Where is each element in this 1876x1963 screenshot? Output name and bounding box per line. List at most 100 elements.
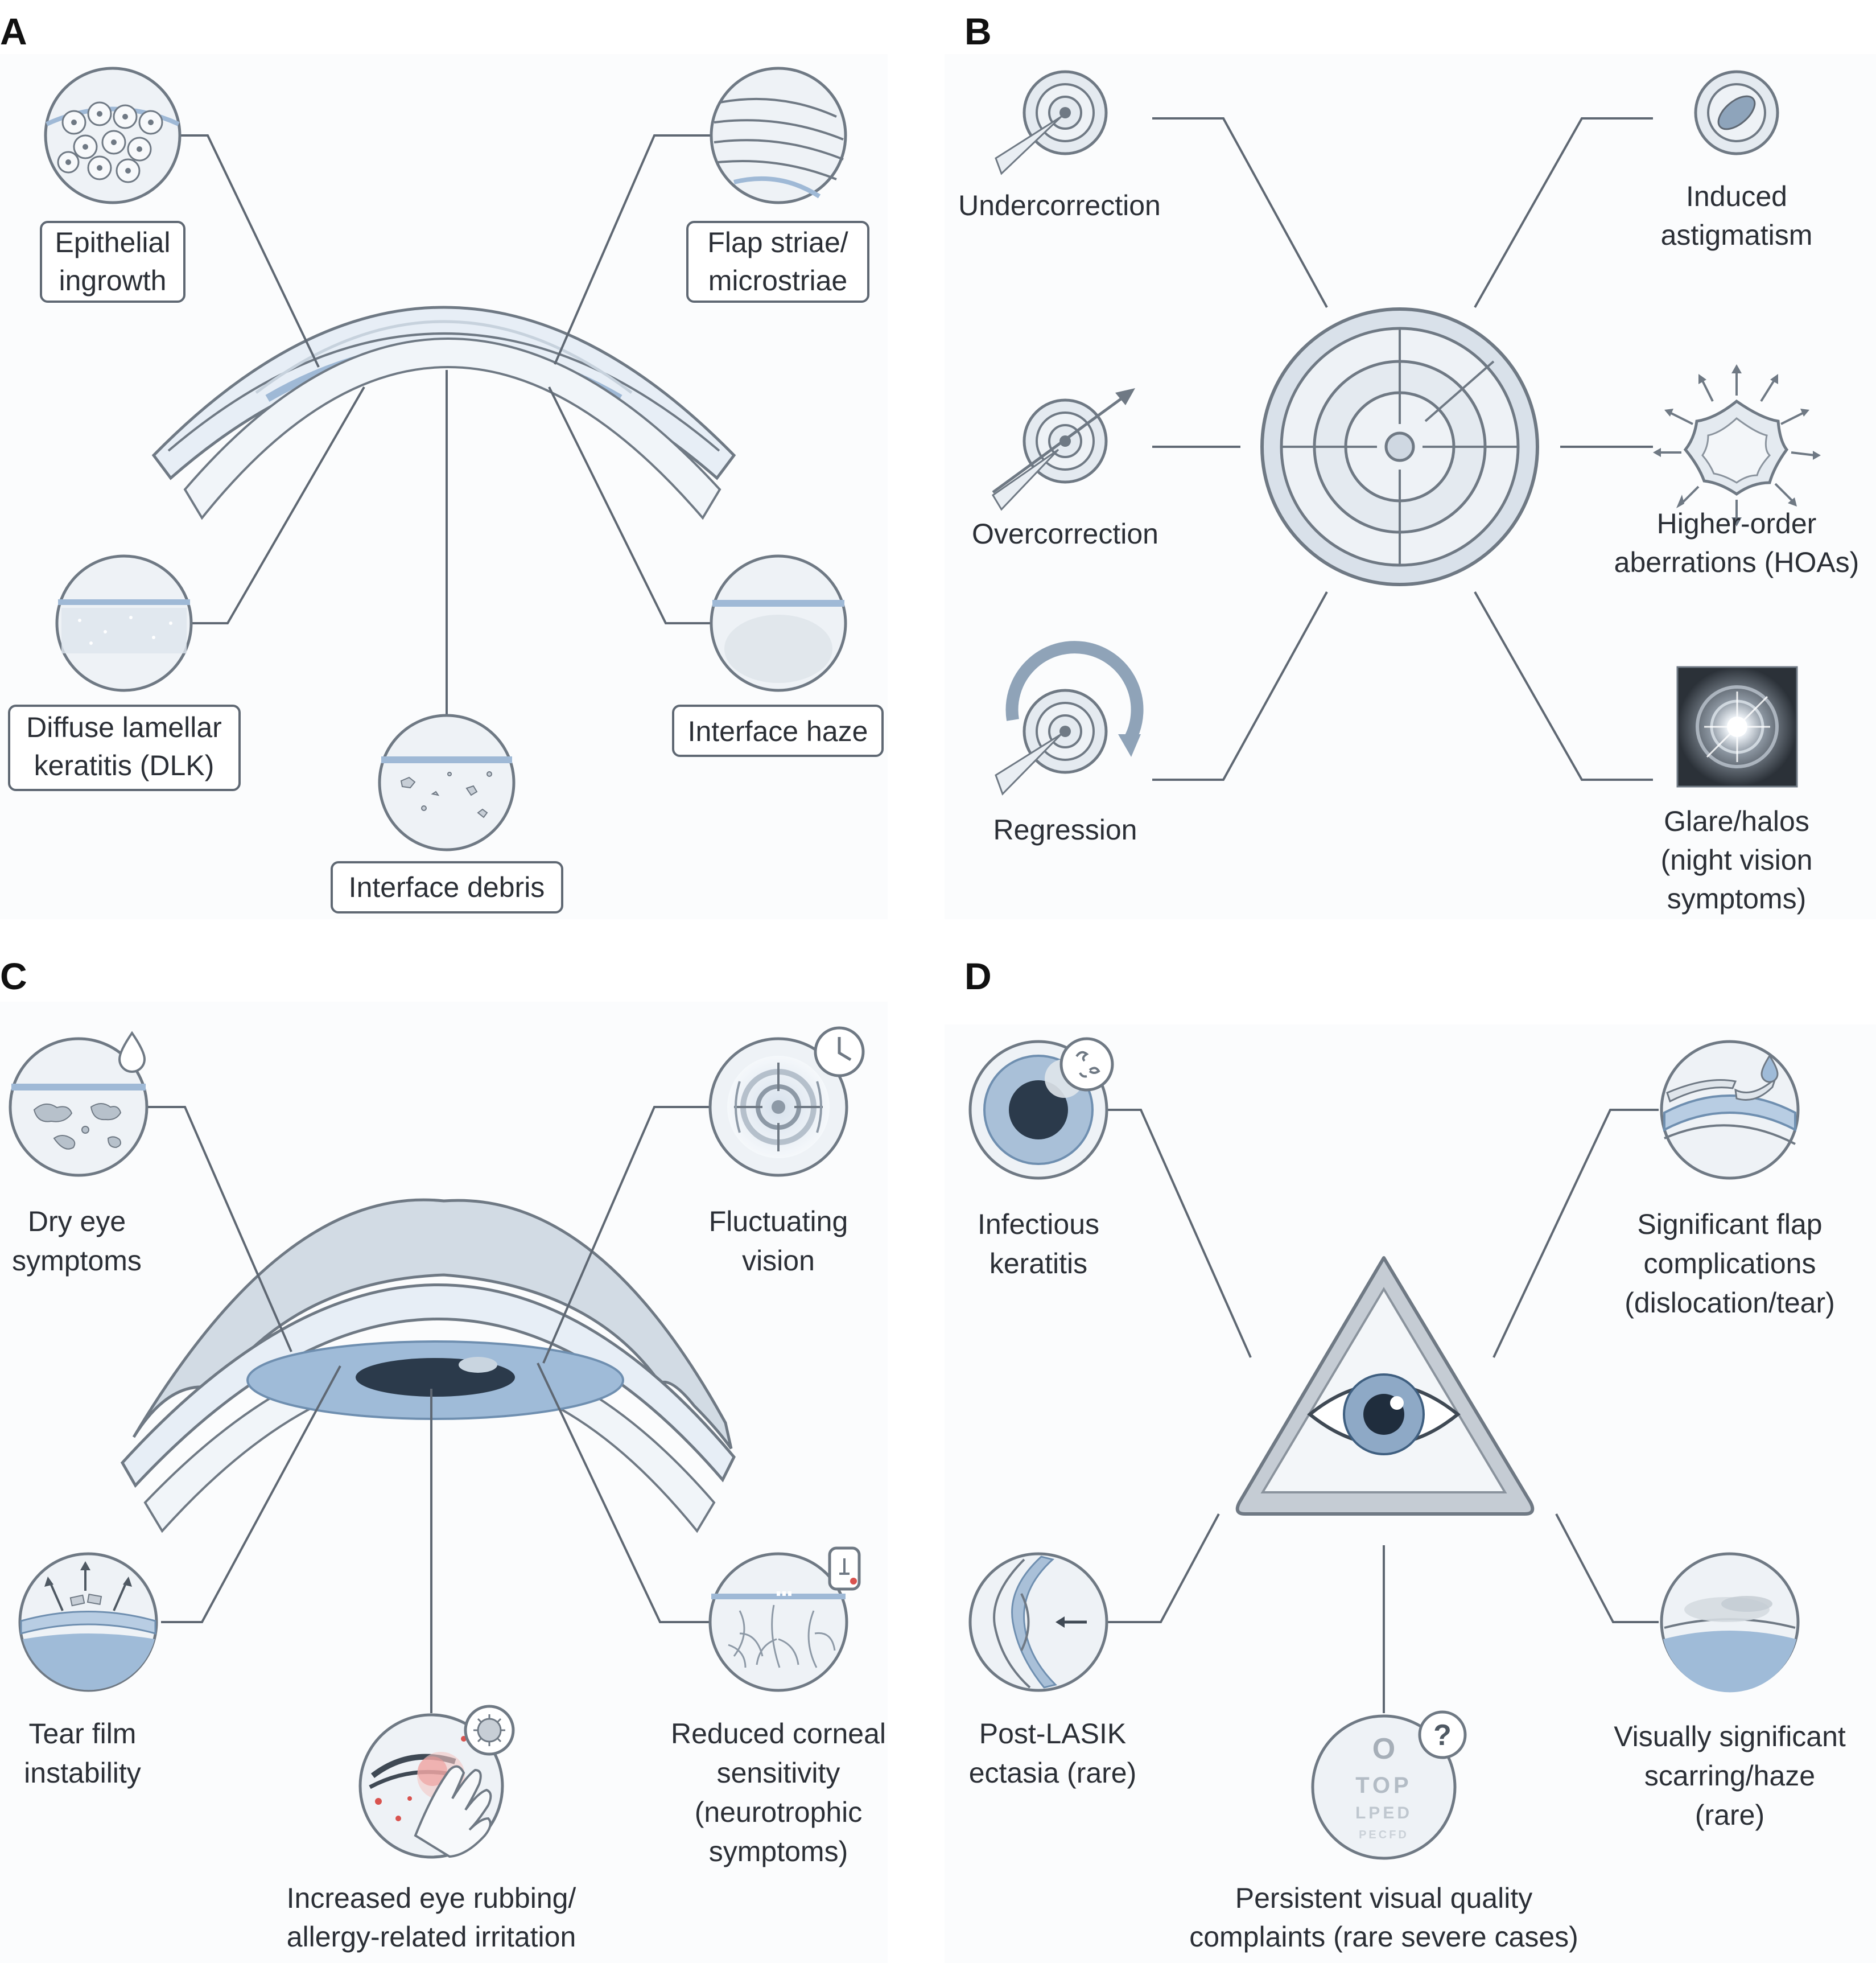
leader-regression xyxy=(1152,591,1328,781)
infectious-keratitis-line2: keratitis xyxy=(989,1248,1087,1279)
label-dlk: Diffuse lamellar keratitis (DLK) xyxy=(8,705,241,791)
scarring-line2: scarring/haze xyxy=(1644,1760,1815,1792)
leader-flap-complications xyxy=(1492,1109,1659,1358)
label-flap-striae: Flap striae/ microstriae xyxy=(686,221,869,303)
induced-astigmatism-line1: Induced xyxy=(1686,180,1787,212)
dry-eye-line1: Dry eye xyxy=(28,1205,126,1237)
interface-debris-line1: Interface debris xyxy=(349,871,545,903)
ectasia-line2: ectasia (rare) xyxy=(969,1757,1137,1789)
scarring-line3: (rare) xyxy=(1695,1799,1764,1831)
label-epithelial-ingrowth: Epithelial ingrowth xyxy=(40,221,185,303)
chart-row-3: LPED xyxy=(1355,1804,1412,1822)
ectasia-line1: Post-LASIK xyxy=(979,1718,1126,1750)
label-interface-haze: Interface haze xyxy=(672,705,884,757)
flap-complications-line1: Significant flap xyxy=(1637,1208,1822,1240)
leader-astigmatism xyxy=(1474,117,1653,308)
glare-line1: Glare/halos xyxy=(1664,805,1809,837)
panel-c-letter: C xyxy=(0,955,27,997)
leader-sensitivity xyxy=(537,1363,711,1623)
leader-scarring xyxy=(1555,1513,1659,1623)
regression-label: Regression xyxy=(993,814,1137,846)
tear-film-line1: Tear film xyxy=(29,1718,137,1750)
flap-striae-line2: microstriae xyxy=(708,265,847,297)
central-target-icon xyxy=(1260,307,1539,586)
induced-astigmatism-line2: astigmatism xyxy=(1661,219,1813,251)
induced-astigmatism-icon xyxy=(1694,70,1779,155)
flap-complications-circle-icon xyxy=(1660,1040,1800,1180)
panel-a-letter: A xyxy=(0,10,27,52)
reduced-sensitivity-line3: (neurotrophic xyxy=(695,1796,863,1828)
overcorrection-target-icon xyxy=(991,388,1135,511)
panel-d-letter: D xyxy=(964,955,992,997)
leader-flap-striae xyxy=(554,134,711,365)
glare-halos-icon xyxy=(1676,666,1798,788)
hoas-line2: aberrations (HOAs) xyxy=(1614,546,1859,578)
reduced-sensitivity-circle-icon xyxy=(708,1546,861,1692)
dry-eye-circle-icon xyxy=(9,1031,149,1177)
flap-complications-line2: complications xyxy=(1644,1248,1816,1279)
epithelial-ingrowth-circle-icon xyxy=(44,67,182,204)
leader-undercorrection xyxy=(1152,117,1328,308)
chart-row-4: PECFD xyxy=(1359,1829,1409,1841)
fluctuating-vision-circle-icon xyxy=(708,1026,865,1177)
visual-quality-line2: complaints (rare severe cases) xyxy=(1189,1921,1578,1953)
scarring-line1: Visually significant xyxy=(1614,1721,1846,1752)
dry-eye-line2: symptoms xyxy=(12,1245,142,1277)
panel-d: D Infectious xyxy=(945,955,1876,1963)
infectious-keratitis-line1: Infectious xyxy=(978,1208,1099,1240)
reduced-sensitivity-line1: Reduced corneal xyxy=(671,1718,886,1750)
glare-line2: (night vision xyxy=(1661,844,1813,876)
infectious-keratitis-circle-icon xyxy=(968,1037,1114,1180)
leader-dry-eye xyxy=(147,1106,292,1352)
tear-film-line2: instability xyxy=(24,1757,141,1789)
cornea-cross-section xyxy=(151,306,736,520)
flap-striae-line1: Flap striae/ xyxy=(707,227,848,258)
regression-target-icon xyxy=(995,641,1144,796)
panel-a: A Epithelial xyxy=(0,10,888,919)
hoas-line1: Higher-order xyxy=(1657,508,1817,540)
leader-epithelial xyxy=(171,134,320,368)
blurry-eye-chart-circle-icon: O TOP LPED PECFD ? xyxy=(1311,1710,1467,1860)
leader-glare xyxy=(1474,591,1653,781)
warning-triangle-icon xyxy=(1235,1256,1535,1516)
tear-film-circle-icon xyxy=(18,1552,158,1692)
flap-complications-line3: (dislocation/tear) xyxy=(1625,1287,1835,1319)
panel-c: C Dry eye xyxy=(0,955,888,1963)
interface-haze-circle-icon xyxy=(710,554,847,692)
undercorrection-target-icon xyxy=(995,70,1108,175)
reduced-sensitivity-line2: sensitivity xyxy=(717,1757,840,1789)
scarring-haze-circle-icon xyxy=(1660,1552,1800,1693)
dlk-line2: keratitis (DLK) xyxy=(34,750,215,781)
epithelial-ingrowth-line1: Epithelial xyxy=(55,227,171,258)
leader-infectious xyxy=(1107,1109,1252,1358)
interface-debris-circle-icon xyxy=(378,714,516,851)
ectasia-circle-icon xyxy=(968,1552,1108,1692)
dlk-circle-icon xyxy=(55,554,193,692)
reduced-sensitivity-line4: symptoms) xyxy=(709,1836,848,1867)
epithelial-ingrowth-line2: ingrowth xyxy=(59,265,167,297)
eye-rubbing-circle-icon xyxy=(358,1705,515,1859)
fluctuating-vision-line2: vision xyxy=(742,1245,815,1277)
leader-ectasia xyxy=(1107,1513,1220,1623)
eye-cornea-cross-section xyxy=(120,1198,736,1533)
undercorrection-label: Undercorrection xyxy=(958,190,1161,221)
visual-quality-line1: Persistent visual quality xyxy=(1235,1882,1532,1914)
leader-dlk xyxy=(191,386,365,624)
question-mark-icon: ? xyxy=(1433,1719,1452,1752)
panel-b-letter: B xyxy=(964,10,992,52)
leader-fluctuating xyxy=(542,1106,711,1364)
panel-b: B Undercorrection xyxy=(945,10,1876,919)
chart-row-2: TOP xyxy=(1355,1773,1412,1798)
label-interface-debris: Interface debris xyxy=(331,861,563,913)
glare-line3: symptoms) xyxy=(1667,883,1806,915)
overcorrection-label: Overcorrection xyxy=(972,518,1158,550)
leader-haze xyxy=(548,386,714,624)
dlk-line1: Diffuse lamellar xyxy=(26,711,222,743)
chart-row-1: O xyxy=(1372,1732,1395,1766)
interface-haze-line1: Interface haze xyxy=(688,715,868,747)
higher-order-aberrations-icon xyxy=(1653,364,1821,526)
leader-tear-film xyxy=(161,1365,341,1623)
eye-rubbing-line2: allergy-related irritation xyxy=(287,1921,576,1953)
flap-striae-circle-icon xyxy=(710,67,847,204)
